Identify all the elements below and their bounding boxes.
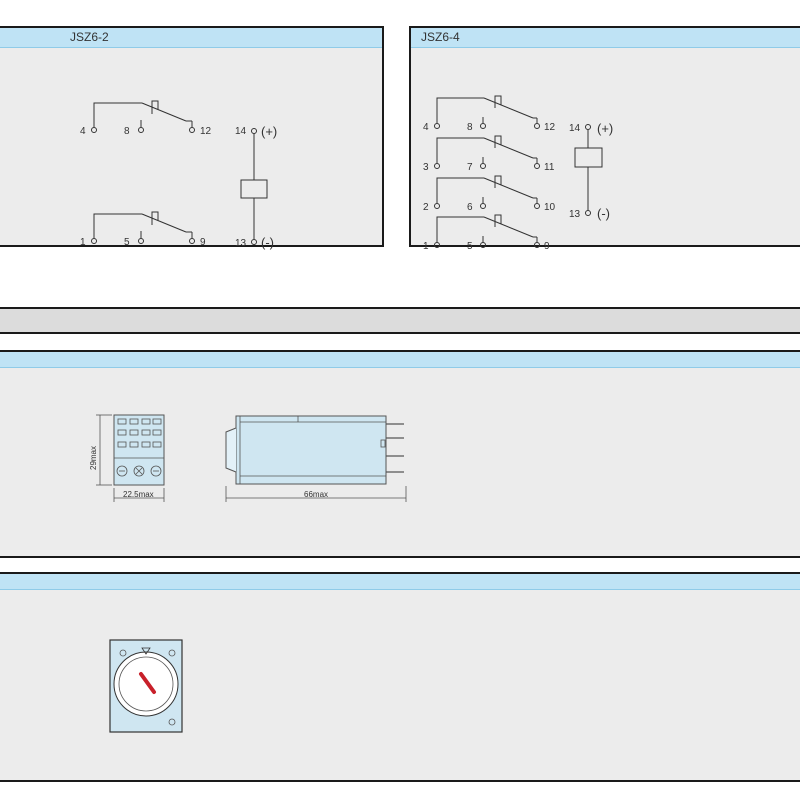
length-dimension-label: 66max [304,490,328,499]
jsz6-4-panel: JSZ6-4 [409,26,800,252]
terminal-label: 12 [544,122,556,133]
jsz6-4-wiring-diagram: 4 8 12 3 7 11 2 6 10 1 5 9 14 13 (+) (-) [423,95,613,252]
terminal-label: 2 [423,202,429,213]
terminal-label: 5 [124,237,130,248]
relay-side-view: 66max [225,415,407,502]
minus-polarity-label: (-) [597,206,610,221]
height-dimension-label: 29max [89,446,98,470]
terminal-label: 8 [467,122,473,133]
terminal-label: 4 [423,122,429,133]
plus-polarity-label: (+) [597,121,613,136]
dimension-drawing: 29max 22.5max 66max [89,414,407,502]
jsz6-4-title: JSZ6-4 [421,30,460,44]
dimensions-panel: 29max 22.5max 66max [0,350,800,558]
front-panel-header [0,574,800,590]
jsz6-2-header: JSZ6-2 [0,28,382,48]
terminal-label: 5 [467,241,473,252]
relay-front-view: 29max 22.5max [89,414,165,502]
terminal-label: 4 [80,126,86,137]
dial-marker-triangle-icon [141,647,151,655]
indicator-hole [168,649,176,657]
terminal-label: 8 [124,126,130,137]
jsz6-4-header: JSZ6-4 [411,28,800,48]
jsz6-2-wiring-diagram: 4 8 12 1 5 9 14 13 (+) (-) [80,100,277,250]
dimensions-header [0,352,800,368]
terminal-label: 10 [544,202,556,213]
terminal-label: 9 [544,241,550,252]
section-divider-strip [0,307,800,334]
timer-front-drawing [109,639,183,733]
indicator-hole [168,718,176,726]
terminal-label: 9 [200,237,206,248]
terminal-label: 14 [235,126,247,137]
terminal-label: 6 [467,202,473,213]
plus-polarity-label: (+) [261,124,277,139]
knob-pointer [139,672,156,694]
indicator-hole [119,649,127,657]
terminal-label: 14 [569,123,581,134]
terminal-label: 11 [544,162,555,173]
jsz6-2-title: JSZ6-2 [70,30,109,44]
terminal-label: 1 [80,237,86,248]
terminal-label: 13 [235,238,247,249]
width-dimension-label: 22.5max [123,490,154,499]
terminal-label: 7 [467,162,473,173]
minus-polarity-label: (-) [261,235,274,250]
front-panel-view [0,572,800,782]
jsz6-2-panel: JSZ6-2 [0,26,384,250]
terminal-label: 3 [423,162,429,173]
terminal-label: 12 [200,126,212,137]
terminal-label: 1 [423,241,429,252]
terminal-label: 13 [569,209,581,220]
